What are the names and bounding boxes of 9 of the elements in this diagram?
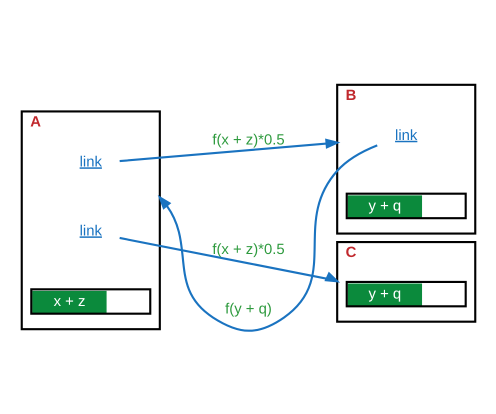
edge-label: f(x + z)*0.5: [212, 242, 284, 258]
edge-label: f(x + z)*0.5: [212, 132, 284, 149]
edge-label: f(y + q): [224, 301, 272, 318]
arrow: [119, 138, 340, 162]
arrow: [157, 144, 378, 332]
node-text: link: [79, 154, 102, 170]
node-text: link: [394, 128, 417, 144]
arrow: [118, 236, 340, 283]
node-text: link: [79, 223, 102, 240]
